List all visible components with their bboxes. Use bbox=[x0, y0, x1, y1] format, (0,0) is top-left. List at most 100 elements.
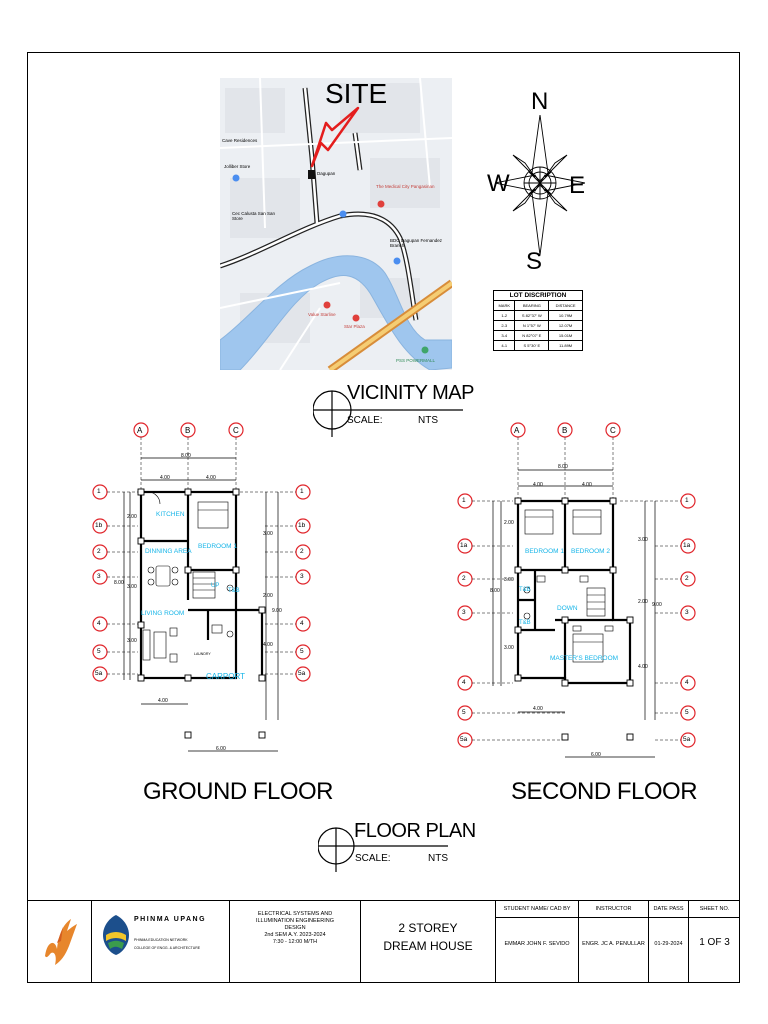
site-label: SITE bbox=[325, 78, 388, 109]
floor-plan-scale-value: NTS bbox=[428, 853, 448, 864]
grid-row-marker: 3 bbox=[97, 573, 101, 580]
grid-col-a: A bbox=[514, 426, 520, 435]
room-dining: DINNING AREA bbox=[145, 548, 192, 555]
lot-cell: 3-4 bbox=[492, 330, 516, 341]
drawing-sheet-border bbox=[27, 52, 740, 983]
dim-right-2: 2.00 bbox=[263, 593, 273, 599]
grid-row-marker: 5a bbox=[683, 736, 691, 743]
room-tb1: T&B bbox=[519, 587, 531, 593]
lot-table-row: 1-2 S 82°37' W 10.79M bbox=[492, 310, 583, 321]
poi-pin-icon bbox=[232, 174, 240, 182]
title-block-sheet-cell: SHEET NO. 1 OF 3 bbox=[689, 901, 740, 982]
title-block-logo-cell bbox=[27, 901, 92, 982]
grid-row-marker: 1 bbox=[97, 488, 101, 495]
lot-cell: 11.89M bbox=[548, 340, 583, 351]
dim-left-1: 2.00 bbox=[127, 514, 137, 520]
map-label: PSS POWERMALL bbox=[396, 358, 436, 363]
room-master: MASTER'S BEDROOM bbox=[550, 655, 619, 662]
map-label: Star Plaza bbox=[344, 324, 365, 329]
grid-row-marker: 5a bbox=[95, 670, 103, 677]
school-seal-icon bbox=[103, 915, 129, 955]
dim-carport-width: 6.00 bbox=[216, 746, 226, 752]
grid-row-marker: 5 bbox=[685, 709, 689, 716]
dim-total-width: 8.00 bbox=[558, 464, 568, 470]
river-shape bbox=[220, 255, 452, 370]
course-line1: ELECTRICAL SYSTEMS AND bbox=[257, 911, 333, 917]
room-up: UP bbox=[211, 583, 220, 589]
compass-east: E bbox=[569, 172, 586, 199]
grid-col-c: C bbox=[610, 426, 616, 435]
school-sub1: PHINMA EDUCATION NETWORK bbox=[134, 938, 188, 942]
date-head: DATE PASS bbox=[653, 906, 684, 912]
grid-row-marker: 4 bbox=[97, 620, 101, 627]
lot-cell: 12.07M bbox=[548, 320, 583, 331]
poi-pin-icon bbox=[377, 200, 385, 208]
grid-col-a: A bbox=[137, 426, 143, 435]
grid-row-marker: 1b bbox=[298, 522, 306, 529]
title-block-project-cell: 2 STOREY DREAM HOUSE bbox=[361, 901, 496, 982]
grid-col-b: B bbox=[562, 426, 568, 435]
dim-right-bay: 4.00 bbox=[582, 482, 592, 488]
grid-row-marker: 1b bbox=[95, 522, 103, 529]
project-line2: DREAM HOUSE bbox=[383, 939, 473, 953]
lot-description-table: LOT DISCRIPTION MARK BEARING DISTANCE 1-… bbox=[492, 290, 583, 351]
map-label: Value Starline bbox=[308, 312, 336, 317]
poi-pin-icon bbox=[339, 210, 347, 218]
dim-left-total: 8.00 bbox=[490, 588, 500, 594]
compass-south: S bbox=[526, 248, 543, 275]
dim-left-1: 2.00 bbox=[504, 520, 514, 526]
title-block-date-cell: DATE PASS 01-29-2024 bbox=[649, 901, 689, 982]
map-label: Cec Calusta San San Store bbox=[232, 211, 276, 221]
dim-total-width: 8.00 bbox=[181, 453, 191, 459]
room-carport: CARPORT bbox=[206, 672, 245, 681]
grid-row-marker: 2 bbox=[685, 575, 689, 582]
lot-table-row: 3-4 N 82°07' E 15.01M bbox=[492, 330, 583, 341]
map-label: Dagupan bbox=[317, 171, 336, 176]
dim-right-1: 3.00 bbox=[263, 531, 273, 537]
grid-row-marker: 5a bbox=[460, 736, 468, 743]
lot-cell: S 82°37' W bbox=[514, 310, 550, 321]
project-line1: 2 STOREY bbox=[398, 921, 458, 935]
room-bedroom2: BEDROOM 2 bbox=[571, 548, 611, 555]
grid-row-marker: 2 bbox=[97, 548, 101, 555]
lot-cell: 15.01M bbox=[548, 330, 583, 341]
dim-left-3: 3.00 bbox=[127, 638, 137, 644]
school-name: PHINMA UPANG bbox=[134, 916, 207, 923]
poi-pin-icon bbox=[352, 314, 360, 322]
grid-row-marker: 4 bbox=[300, 620, 304, 627]
poi-pin-icon bbox=[323, 301, 331, 309]
grid-row-marker: 5 bbox=[300, 648, 304, 655]
course-line4: 2nd SEM A.Y. 2023-2024 bbox=[264, 931, 326, 938]
lot-cell: N 1°57' W bbox=[514, 320, 550, 331]
second-floor-title: SECOND FLOOR bbox=[511, 778, 698, 805]
room-tb2: T&B bbox=[519, 620, 531, 626]
map-svg bbox=[220, 78, 452, 370]
dim-right-total: 9.00 bbox=[272, 608, 282, 614]
grid-row-marker: 2 bbox=[300, 548, 304, 555]
grid-col-c: C bbox=[233, 426, 239, 435]
ground-floor-plan bbox=[92, 422, 311, 752]
dim-right-3: 4.00 bbox=[263, 642, 273, 648]
site-marker bbox=[308, 170, 315, 179]
firm-logo-icon bbox=[45, 919, 77, 965]
grid-row-marker: 2 bbox=[462, 575, 466, 582]
room-down: DOWN bbox=[557, 605, 578, 612]
grid-row-marker: 1a bbox=[683, 542, 691, 549]
dim-right-3: 4.00 bbox=[638, 664, 648, 670]
grid-row-marker: 4 bbox=[462, 679, 466, 686]
vicinity-scale-value: NTS bbox=[418, 415, 438, 426]
dim-left-3: 3.00 bbox=[504, 645, 514, 651]
ground-floor-title: GROUND FLOOR bbox=[143, 778, 334, 805]
grid-row-marker: 5 bbox=[462, 709, 466, 716]
room-living: LIVING ROOM bbox=[141, 610, 185, 617]
compass-west: W bbox=[487, 170, 510, 197]
lot-cell: 2-3 bbox=[492, 320, 516, 331]
grid-row-marker: 1 bbox=[462, 497, 466, 504]
poi-pin-icon bbox=[393, 257, 401, 265]
sheet-head: SHEET NO. bbox=[699, 906, 730, 912]
instructor-value: ENGR. JC A. PENULLAR bbox=[582, 941, 645, 947]
lot-cell: 1-2 bbox=[492, 310, 516, 321]
lot-table-title: LOT DISCRIPTION bbox=[493, 290, 583, 301]
lot-table-row: 2-3 N 1°57' W 12.07M bbox=[492, 320, 583, 331]
dim-bottom-left: 4.00 bbox=[158, 698, 168, 704]
